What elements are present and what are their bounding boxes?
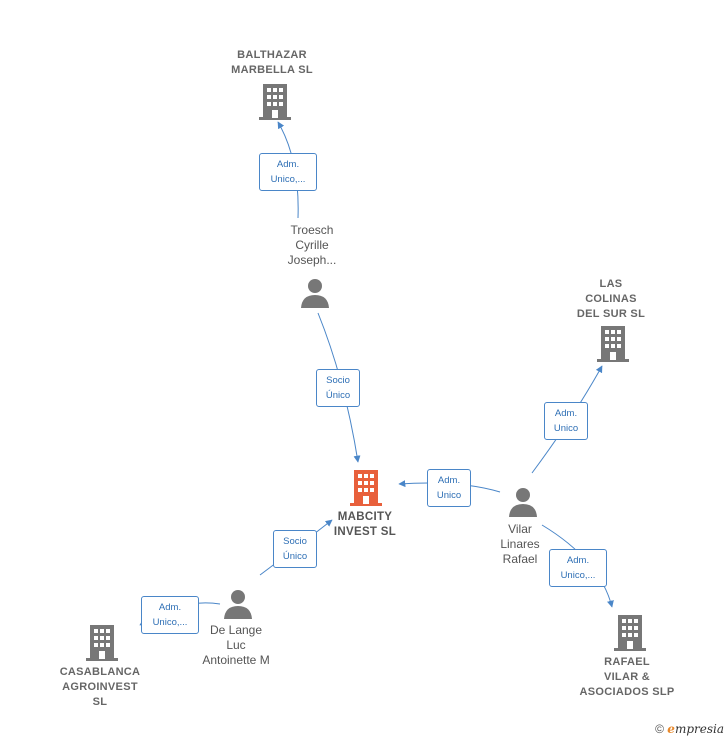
copyright-icon: © bbox=[655, 722, 664, 736]
brand-logo: empresia bbox=[667, 722, 724, 736]
node-label-de-lange[interactable]: De Lange Luc Antoinette M bbox=[202, 623, 270, 667]
node-label-vilar[interactable]: Vilar Linares Rafael bbox=[500, 522, 540, 566]
edge-label-de-lange-mabcity[interactable]: Socio Único bbox=[273, 530, 317, 568]
main-building-icon[interactable] bbox=[350, 470, 382, 506]
node-label-balthazar[interactable]: BALTHAZAR MARBELLA SL bbox=[231, 49, 313, 76]
node-label-rafael-vilar[interactable]: RAFAEL VILAR & ASOCIADOS SLP bbox=[579, 656, 675, 698]
person-icon[interactable] bbox=[223, 589, 253, 619]
node-label-mabcity[interactable]: MABCITY INVEST SL bbox=[333, 511, 397, 538]
footer-brand: © empresia bbox=[655, 722, 724, 736]
edge-label-troesch-mabcity[interactable]: Socio Único bbox=[316, 369, 360, 407]
edge-label-de-lange-casablanca[interactable]: Adm. Unico,... bbox=[141, 596, 199, 634]
edge-label-troesch-balthazar[interactable]: Adm. Unico,... bbox=[259, 153, 317, 191]
edge-label-vilar-las-colinas[interactable]: Adm. Unico bbox=[544, 402, 588, 440]
edge-label-vilar-rafael-vilar[interactable]: Adm. Unico,... bbox=[549, 549, 607, 587]
node-label-casablanca[interactable]: CASABLANCA AGROINVEST SL bbox=[59, 666, 141, 708]
person-icon[interactable] bbox=[300, 278, 330, 308]
node-label-las-colinas[interactable]: LAS COLINAS DEL SUR SL bbox=[576, 278, 646, 320]
building-icon[interactable] bbox=[86, 625, 118, 661]
node-label-troesch[interactable]: Troesch Cyrille Joseph... bbox=[287, 223, 337, 267]
building-icon[interactable] bbox=[597, 326, 629, 362]
building-icon[interactable] bbox=[259, 84, 291, 120]
person-icon[interactable] bbox=[508, 487, 538, 517]
edge-label-vilar-mabcity[interactable]: Adm. Unico bbox=[427, 469, 471, 507]
building-icon[interactable] bbox=[614, 615, 646, 651]
